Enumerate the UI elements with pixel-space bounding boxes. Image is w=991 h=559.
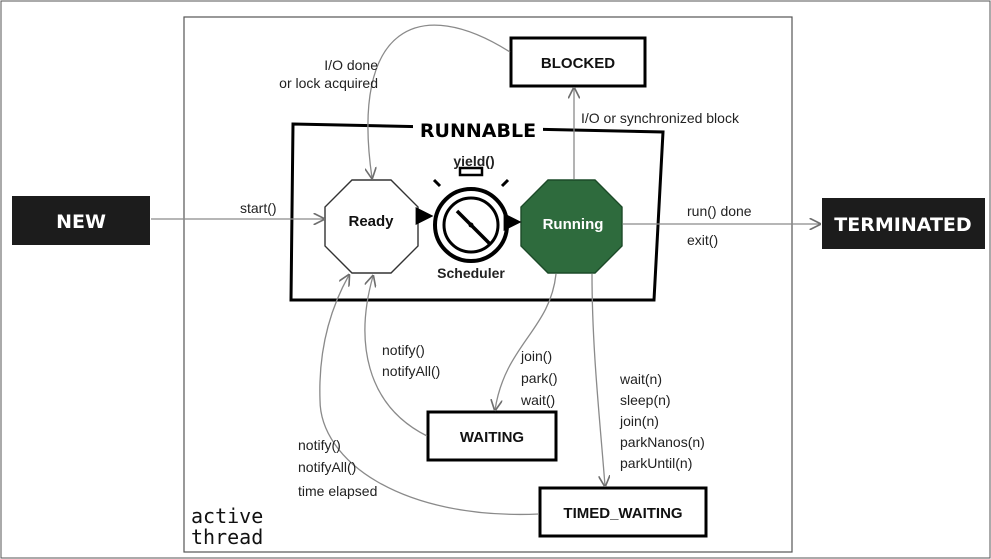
edge-waiting-out-line2: notifyAll(): [382, 363, 440, 379]
state-ready-label: Ready: [348, 213, 394, 230]
edge-blocked-to-ready: [368, 24, 511, 178]
edge-timed-out-line1: notify(): [298, 437, 341, 453]
edge-waiting-out-line1: notify(): [382, 342, 425, 358]
state-terminated-label: TERMINATED: [834, 214, 971, 236]
edge-timed-out-line2: notifyAll(): [298, 459, 356, 475]
edge-to-timed-line1: wait(n): [619, 371, 662, 387]
edge-io-done-line1: I/O done: [324, 57, 378, 73]
edge-io-sync-label: I/O or synchronized block: [581, 110, 740, 126]
state-new-label: NEW: [56, 211, 106, 233]
edge-to-waiting-line3: wait(): [520, 392, 555, 408]
edge-run-done-label: run() done: [687, 203, 752, 219]
edge-timed-out-line3: time elapsed: [298, 483, 377, 499]
edge-to-timed-line5: parkUntil(n): [620, 455, 692, 471]
runnable-title-bg: [413, 118, 543, 142]
edge-to-timed-line2: sleep(n): [620, 392, 671, 408]
active-label-line1: active: [191, 504, 263, 528]
edge-exit-label: exit(): [687, 232, 718, 248]
edge-start-label: start(): [240, 200, 277, 216]
scheduler-label: Scheduler: [437, 265, 505, 281]
state-blocked-label: BLOCKED: [541, 55, 615, 72]
edge-to-waiting-line1: join(): [520, 348, 552, 364]
state-timed-waiting: [538, 486, 708, 538]
state-blocked: [509, 36, 647, 88]
state-new: [12, 196, 150, 245]
yield-label: yield(): [453, 153, 494, 169]
edge-to-waiting-line2: park(): [521, 370, 558, 386]
stopwatch-icon: [432, 166, 510, 263]
state-timed-waiting-label: TIMED_WAITING: [563, 505, 682, 522]
edge-io-done-line2: or lock acquired: [279, 75, 378, 91]
edge-to-timed-line3: join(n): [619, 413, 659, 429]
state-running-label: Running: [543, 216, 604, 233]
edge-to-timed-line4: parkNanos(n): [620, 434, 705, 450]
active-label-line2: thread: [191, 525, 263, 549]
edge-to-timed-waiting: [591, 273, 605, 486]
state-waiting-label: WAITING: [460, 429, 524, 446]
active-thread-region: [183, 16, 793, 553]
edge-timed-to-ready: [319, 275, 540, 516]
edge-waiting-to-ready: [364, 276, 428, 437]
state-waiting: [426, 410, 558, 462]
edge-to-waiting: [495, 273, 557, 410]
runnable-title: RUNNABLE: [420, 120, 536, 142]
state-terminated: [822, 198, 985, 249]
